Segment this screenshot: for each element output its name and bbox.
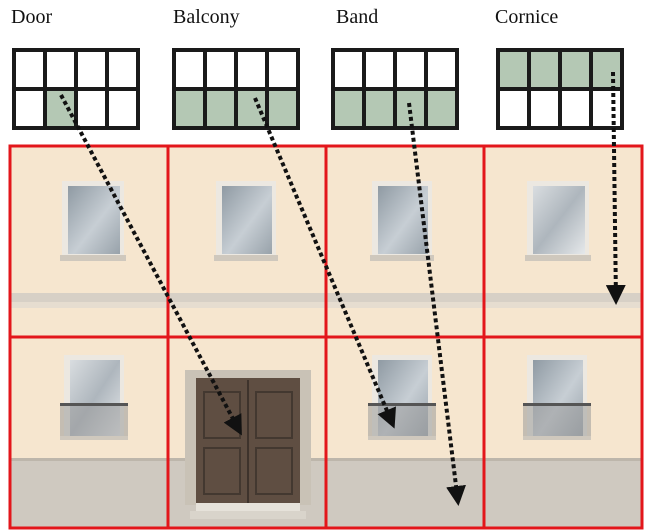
grid-cell — [265, 48, 300, 91]
grid-cell-filled — [424, 87, 459, 130]
grid-cell — [105, 48, 140, 91]
grid-cell-filled — [393, 87, 428, 130]
grid-cell — [234, 48, 269, 91]
grid-cell-filled — [558, 48, 593, 91]
grid-cell-filled — [203, 87, 238, 130]
label-door: Door — [11, 6, 53, 28]
assignment-arrows — [59, 71, 626, 506]
grid-cell-filled — [527, 48, 562, 91]
upper-window-1 — [60, 181, 126, 261]
grid-cell — [589, 87, 624, 130]
grid-cell-filled — [172, 87, 207, 130]
grid-cell — [393, 48, 428, 91]
grid-cell-filled — [265, 87, 300, 130]
label-balcony: Balcony — [173, 6, 240, 28]
grid-cell — [12, 87, 47, 130]
grid-cell-filled — [331, 87, 366, 130]
label-band: Band — [336, 6, 379, 28]
grid-cell — [74, 48, 109, 91]
balcony-arrow — [253, 97, 396, 429]
grid-cell — [172, 48, 207, 91]
grid-band — [331, 48, 459, 130]
cornice-arrow — [605, 71, 626, 305]
upper-window-4 — [525, 181, 591, 261]
balcony-window-3 — [368, 355, 436, 440]
grid-cell — [12, 48, 47, 91]
facade-cell — [482, 335, 644, 530]
grid-cell — [105, 87, 140, 130]
grid-cell — [527, 87, 562, 130]
grid-cell — [424, 48, 459, 91]
balcony-window-4 — [523, 355, 591, 440]
grid-balcony — [172, 48, 300, 130]
grid-cell — [43, 48, 78, 91]
grid-cell — [203, 48, 238, 91]
grid-cell — [558, 87, 593, 130]
grid-cell — [496, 87, 531, 130]
upper-window-2 — [214, 181, 278, 261]
grid-cell — [74, 87, 109, 130]
upper-window-3 — [370, 181, 434, 261]
grid-cell — [331, 48, 366, 91]
door-arrow — [59, 94, 242, 436]
label-cornice: Cornice — [495, 6, 559, 28]
grid-cell — [362, 48, 397, 91]
facade-cell-borders — [8, 144, 644, 530]
grid-cell-filled — [362, 87, 397, 130]
grid-cell-filled — [234, 87, 269, 130]
grid-door — [12, 48, 140, 130]
band-arrow — [407, 102, 466, 506]
grid-cornice — [496, 48, 624, 130]
grid-cell-filled — [43, 87, 78, 130]
grid-legends — [12, 48, 624, 130]
grid-cell-filled — [589, 48, 624, 91]
balcony-window-1 — [60, 355, 128, 440]
entrance-door — [185, 370, 311, 519]
grid-cell-filled — [496, 48, 531, 91]
